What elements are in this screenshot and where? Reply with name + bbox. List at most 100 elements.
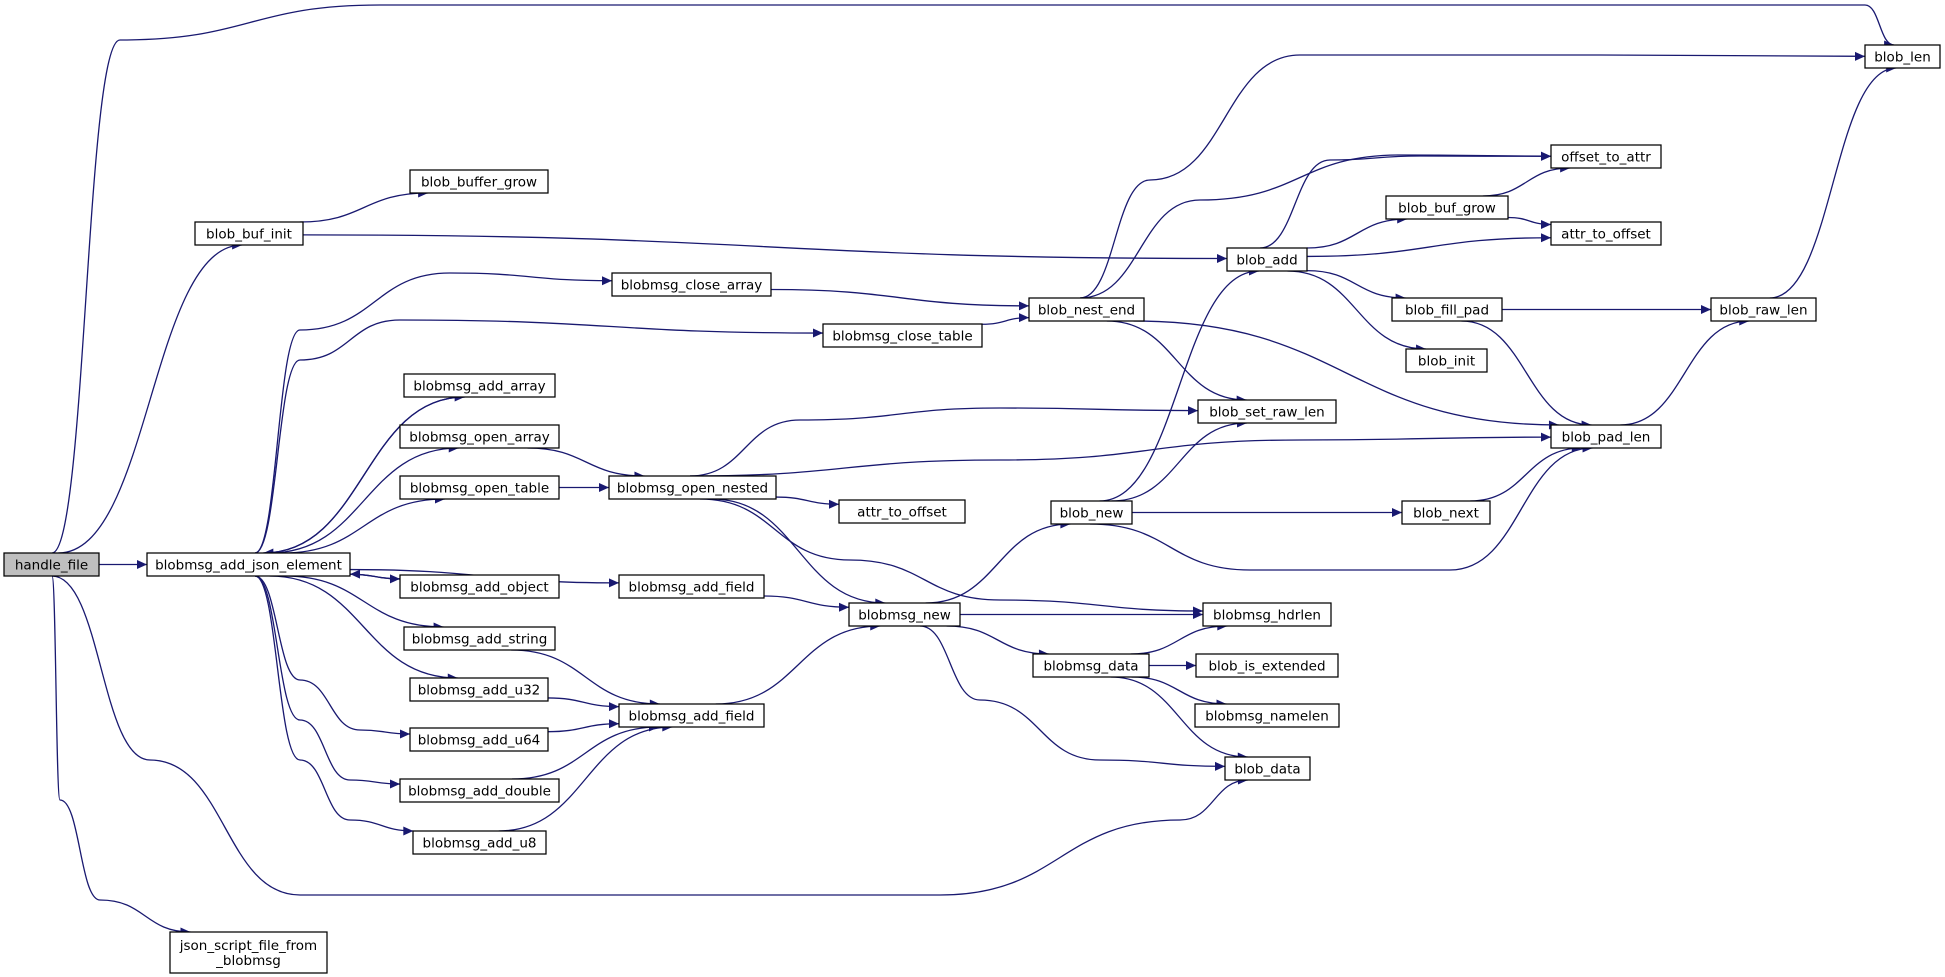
edge-blobmsg-open-nested-to-blob-set-raw-len-arrowhead — [1188, 406, 1198, 416]
node-blob-buf-init[interactable]: blob_buf_init — [194, 221, 304, 246]
edge-blob-add-to-offset-to-attr-arrowhead — [1541, 151, 1551, 161]
node-blob-next[interactable]: blob_next — [1401, 500, 1491, 525]
edge-blob-new-to-blob-set-raw-len — [1111, 422, 1248, 502]
node-blob-pad-len[interactable]: blob_pad_len — [1550, 424, 1662, 449]
edge-blobmsg-add-json-element-to-blobmsg-add-u8-arrowhead — [403, 826, 414, 836]
edge-blobmsg-open-nested-to-blob-pad-len-arrowhead — [1541, 432, 1551, 442]
node-blobmsg-add-object-label: blobmsg_add_object — [410, 580, 548, 596]
node-blob-data[interactable]: blob_data — [1224, 756, 1311, 781]
node-blobmsg-add-u32-box — [409, 677, 549, 702]
node-blobmsg-add-u8[interactable]: blobmsg_add_u8 — [412, 830, 547, 855]
node-blobmsg-new-box — [848, 602, 961, 627]
node-blobmsg-add-json-element-label: blobmsg_add_json_element — [155, 558, 342, 574]
node-blob-nest-end-box — [1028, 297, 1145, 322]
edge-blob-add-to-blob-init — [1287, 270, 1427, 350]
node-blob-fill-pad[interactable]: blob_fill_pad — [1391, 297, 1503, 322]
edge-blobmsg-new-to-blob-new — [925, 523, 1071, 604]
edge-blobmsg-new-to-blob-data-arrowhead — [1215, 761, 1225, 771]
node-blobmsg-add-field-a[interactable]: blobmsg_add_field — [618, 574, 765, 599]
edge-blob-fill-pad-to-blob-raw-len-arrowhead — [1701, 305, 1711, 314]
node-blobmsg-add-field-b[interactable]: blobmsg_add_field — [618, 703, 765, 728]
node-blobmsg-add-object-box — [399, 574, 560, 599]
node-handle-file[interactable]: handle_file — [3, 552, 100, 577]
node-blobmsg-data[interactable]: blobmsg_data — [1032, 653, 1150, 678]
node-blobmsg-open-table[interactable]: blobmsg_open_table — [399, 475, 560, 500]
edge-blobmsg-add-double-to-blobmsg-add-field-b — [512, 726, 659, 780]
node-blob-nest-end[interactable]: blob_nest_end — [1028, 297, 1145, 322]
node-blob-set-raw-len-box — [1197, 399, 1337, 424]
node-handle-file-box — [3, 552, 100, 577]
node-json-script-file-from-blobmsg-box — [169, 931, 328, 974]
node-blobmsg-close-array[interactable]: blobmsg_close_array — [611, 272, 772, 297]
node-blobmsg-close-table[interactable]: blobmsg_close_table — [822, 323, 983, 348]
node-blobmsg-open-array[interactable]: blobmsg_open_array — [399, 424, 560, 449]
node-attr-to-offset-a[interactable]: attr_to_offset — [838, 499, 966, 524]
node-attr-to-offset-b[interactable]: attr_to_offset — [1550, 221, 1662, 246]
node-blobmsg-add-field-b-label: blobmsg_add_field — [629, 709, 755, 725]
edge-blobmsg-add-json-element-to-blobmsg-open-array — [269, 447, 459, 554]
node-blob-add[interactable]: blob_add — [1226, 247, 1308, 272]
node-blobmsg-add-field-b-box — [618, 703, 765, 728]
node-blobmsg-add-u32[interactable]: blobmsg_add_u32 — [409, 677, 549, 702]
edge-blob-next-to-blob-pad-len — [1470, 447, 1582, 502]
node-blobmsg-hdrlen[interactable]: blobmsg_hdrlen — [1202, 602, 1332, 627]
edge-blobmsg-add-json-element-to-blobmsg-add-double-arrowhead — [390, 779, 400, 789]
node-blobmsg-add-field-a-box — [618, 574, 765, 599]
node-blobmsg-open-table-label: blobmsg_open_table — [410, 481, 549, 497]
node-blob-len[interactable]: blob_len — [1864, 44, 1941, 69]
node-blob-init[interactable]: blob_init — [1405, 348, 1488, 373]
node-blobmsg-add-array[interactable]: blobmsg_add_array — [403, 373, 556, 398]
node-blob-set-raw-len[interactable]: blob_set_raw_len — [1197, 399, 1337, 424]
node-blobmsg-add-object[interactable]: blobmsg_add_object — [399, 574, 560, 599]
node-blob-is-extended[interactable]: blob_is_extended — [1195, 653, 1339, 678]
node-blob-is-extended-label: blob_is_extended — [1208, 659, 1325, 675]
node-blobmsg-hdrlen-box — [1202, 602, 1332, 627]
node-blobmsg-add-double[interactable]: blobmsg_add_double — [399, 778, 560, 803]
edge-blob-nest-end-to-blob-set-raw-len — [1106, 320, 1247, 401]
node-blobmsg-add-u8-label: blobmsg_add_u8 — [423, 836, 537, 852]
edge-blob-new-to-blob-add — [1099, 270, 1260, 502]
node-blob-raw-len[interactable]: blob_raw_len — [1710, 297, 1817, 322]
edge-blobmsg-add-json-element-to-blobmsg-close-table — [254, 319, 824, 554]
edge-blobmsg-add-json-element-to-blobmsg-close-array-arrowhead — [602, 276, 612, 286]
node-blobmsg-add-json-element[interactable]: blobmsg_add_json_element — [146, 552, 351, 577]
node-blob-buf-grow[interactable]: blob_buf_grow — [1385, 195, 1509, 220]
node-blobmsg-add-array-label: blobmsg_add_array — [413, 379, 545, 395]
node-blob-len-box — [1864, 44, 1941, 69]
node-blob-fill-pad-label: blob_fill_pad — [1405, 303, 1489, 319]
edge-blobmsg-new-to-blob-data — [919, 625, 1226, 767]
edge-blob-add-to-attr-to-offset-b-arrowhead — [1541, 233, 1551, 243]
node-blobmsg-add-double-box — [399, 778, 560, 803]
node-blobmsg-open-nested-label: blobmsg_open_nested — [617, 481, 768, 497]
node-blob-new-label: blob_new — [1060, 506, 1124, 522]
node-blob-new[interactable]: blob_new — [1050, 500, 1133, 525]
node-blob-buf-init-box — [194, 221, 304, 246]
edge-blob-nest-end-to-blob-pad-len — [1133, 320, 1559, 426]
node-blob-buffer-grow[interactable]: blob_buffer_grow — [409, 169, 549, 194]
node-json-script-file-from-blobmsg[interactable]: json_script_file_from_blobmsg — [169, 931, 328, 974]
edge-blobmsg-add-json-element-to-blobmsg-add-field-a-arrowhead — [609, 578, 619, 588]
node-offset-to-attr-box — [1550, 144, 1662, 169]
edge-blobmsg-new-to-blobmsg-data — [946, 625, 1049, 655]
node-attr-to-offset-b-label: attr_to_offset — [1561, 227, 1651, 243]
node-blob-new-box — [1050, 500, 1133, 525]
node-offset-to-attr[interactable]: offset_to_attr — [1550, 144, 1662, 169]
node-blobmsg-add-u64[interactable]: blobmsg_add_u64 — [409, 727, 549, 752]
edge-blobmsg-add-json-element-to-blobmsg-add-u64-arrowhead — [400, 729, 410, 739]
node-blobmsg-namelen[interactable]: blobmsg_namelen — [1194, 703, 1340, 728]
node-blobmsg-new[interactable]: blobmsg_new — [848, 602, 961, 627]
node-blobmsg-add-string-label: blobmsg_add_string — [412, 632, 548, 648]
node-attr-to-offset-a-box — [838, 499, 966, 524]
edge-blobmsg-add-u8-to-blobmsg-add-field-b — [498, 726, 673, 832]
node-json-script-file-from-blobmsg-label-1: json_script_file_from — [179, 938, 317, 954]
node-blob-raw-len-box — [1710, 297, 1817, 322]
node-blobmsg-add-string[interactable]: blobmsg_add_string — [403, 626, 556, 651]
node-blob-pad-len-label: blob_pad_len — [1562, 430, 1651, 446]
node-blobmsg-open-array-label: blobmsg_open_array — [409, 430, 550, 446]
edge-blobmsg-open-array-to-blobmsg-open-nested — [527, 447, 645, 477]
edge-handle-file-to-blobmsg-add-json-element-arrowhead — [137, 560, 147, 569]
node-blobmsg-open-array-box — [399, 424, 560, 449]
node-blobmsg-add-u8-box — [412, 830, 547, 855]
node-blobmsg-open-nested[interactable]: blobmsg_open_nested — [608, 475, 777, 500]
edge-blobmsg-data-to-blob-data — [1110, 676, 1248, 758]
